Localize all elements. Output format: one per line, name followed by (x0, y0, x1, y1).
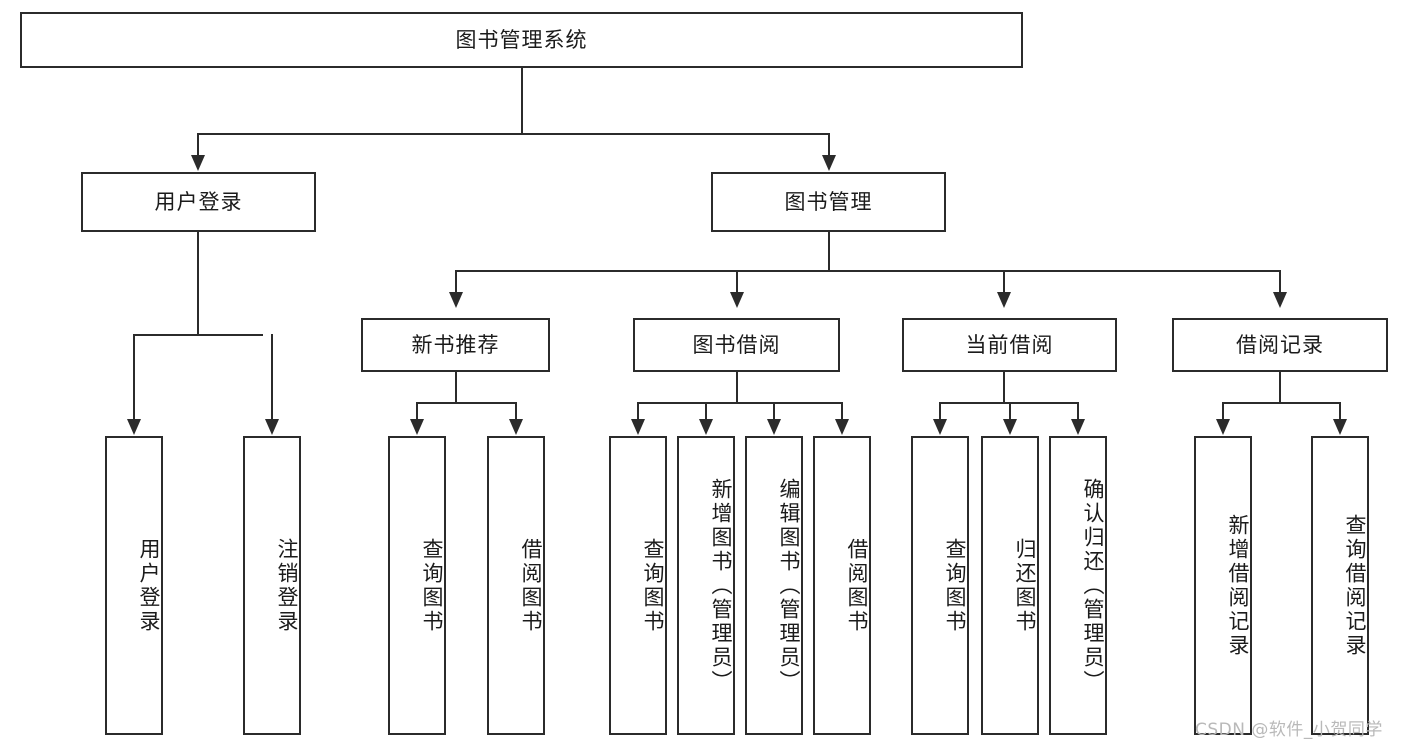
connector-drop-leaf-c2 (1009, 402, 1011, 420)
connector-drop-leaf-n2 (515, 402, 517, 420)
node-label: 图书管理 (784, 189, 873, 214)
connector-drop-current-borrow (1003, 270, 1005, 294)
connector-borrow-record-bus (1222, 402, 1341, 404)
leaf-node-query-book-borrow[interactable]: 查询图书 (609, 436, 667, 735)
node-current-borrow[interactable]: 当前借阅 (902, 318, 1117, 372)
arrowhead-leaf-c2 (1003, 419, 1017, 435)
arrowhead-leaf-n1 (410, 419, 424, 435)
connector-drop-user-login (197, 133, 199, 157)
leaf-node-logout[interactable]: 注销登录 (243, 436, 301, 735)
node-label: 图书借阅 (692, 332, 781, 357)
leaf-node-query-borrow-record[interactable]: 查询借阅记录 (1311, 436, 1369, 735)
node-user-login[interactable]: 用户登录 (81, 172, 316, 232)
leaf-node-borrow-book-recommend[interactable]: 借阅图书 (487, 436, 545, 735)
arrowhead-leaf-b1 (631, 419, 645, 435)
leaf-node-confirm-return-admin[interactable]: 确认归还（管理员） (1049, 436, 1107, 735)
connector-drop-leaf-n1 (416, 402, 418, 420)
arrowhead-leaf-u1 (127, 419, 141, 435)
connector-drop-leaf-b3 (773, 402, 775, 420)
leaf-node-return-book[interactable]: 归还图书 (981, 436, 1039, 735)
arrowhead-book-management (822, 155, 836, 171)
csdn-watermark: CSDN @软件_小贺同学 (1195, 720, 1383, 740)
node-label: 新增图书（管理员） (709, 477, 733, 694)
node-label: 确认归还（管理员） (1081, 477, 1105, 694)
connector-new-book-stem (455, 372, 457, 404)
node-label: 查询借阅记录 (1343, 513, 1367, 658)
connector-drop-leaf-u1 (133, 334, 135, 420)
node-label: 借阅图书 (845, 537, 869, 634)
arrowhead-leaf-b2 (699, 419, 713, 435)
connector-borrow-record-stem (1279, 372, 1281, 404)
connector-book-borrow-bus (637, 402, 843, 404)
connector-drop-leaf-b4 (841, 402, 843, 420)
connector-book-management-stem (828, 232, 830, 272)
node-borrow-record[interactable]: 借阅记录 (1172, 318, 1388, 372)
leaf-node-borrow-book[interactable]: 借阅图书 (813, 436, 871, 735)
node-label: 查询图书 (943, 537, 967, 634)
connector-current-borrow-bus (939, 402, 1078, 404)
node-label: 图书管理系统 (455, 27, 588, 52)
leaf-node-user-login[interactable]: 用户登录 (105, 436, 163, 735)
connector-drop-leaf-r2 (1339, 402, 1341, 420)
node-book-management[interactable]: 图书管理 (711, 172, 946, 232)
node-root-book-management-system[interactable]: 图书管理系统 (20, 12, 1023, 68)
connector-current-borrow-stem (1003, 372, 1005, 404)
node-book-borrow[interactable]: 图书借阅 (633, 318, 840, 372)
connector-drop-leaf-c1 (939, 402, 941, 420)
connector-drop-leaf-b1 (637, 402, 639, 420)
connector-level2-bus (197, 133, 829, 135)
connector-drop-leaf-u2 (271, 334, 273, 420)
arrowhead-leaf-c3 (1071, 419, 1085, 435)
connector-level3-bus (455, 270, 1280, 272)
connector-new-book-bus (416, 402, 517, 404)
node-label: 注销登录 (275, 537, 299, 634)
leaf-node-add-borrow-record[interactable]: 新增借阅记录 (1194, 436, 1252, 735)
node-label: 查询图书 (641, 537, 665, 634)
arrowhead-user-login (191, 155, 205, 171)
connector-root-stem (521, 68, 523, 134)
arrowhead-leaf-u2 (265, 419, 279, 435)
node-label: 用户登录 (154, 189, 243, 214)
arrowhead-leaf-c1 (933, 419, 947, 435)
node-label: 新书推荐 (411, 332, 500, 357)
leaf-node-edit-book-admin[interactable]: 编辑图书（管理员） (745, 436, 803, 735)
connector-drop-leaf-c3 (1077, 402, 1079, 420)
arrowhead-leaf-b4 (835, 419, 849, 435)
node-label: 当前借阅 (965, 332, 1054, 357)
arrowhead-leaf-b3 (767, 419, 781, 435)
arrowhead-new-book (449, 292, 463, 308)
connector-drop-borrow-record (1279, 270, 1281, 294)
node-label: 新增借阅记录 (1226, 513, 1250, 658)
node-label: 借阅图书 (519, 537, 543, 634)
node-label: 用户登录 (137, 537, 161, 634)
connector-drop-leaf-b2 (705, 402, 707, 420)
arrowhead-borrow-record (1273, 292, 1287, 308)
leaf-node-query-book-recommend[interactable]: 查询图书 (388, 436, 446, 735)
leaf-node-query-book-current[interactable]: 查询图书 (911, 436, 969, 735)
connector-user-login-bus (133, 334, 263, 336)
connector-drop-book-borrow (736, 270, 738, 294)
connector-drop-new-book (455, 270, 457, 294)
node-label: 归还图书 (1013, 537, 1037, 634)
node-label: 编辑图书（管理员） (777, 477, 801, 694)
node-label: 查询图书 (420, 537, 444, 634)
connector-drop-leaf-r1 (1222, 402, 1224, 420)
arrowhead-leaf-n2 (509, 419, 523, 435)
arrowhead-leaf-r1 (1216, 419, 1230, 435)
connector-drop-book-management (828, 133, 830, 157)
leaf-node-add-book-admin[interactable]: 新增图书（管理员） (677, 436, 735, 735)
arrowhead-current-borrow (997, 292, 1011, 308)
connector-book-borrow-stem (736, 372, 738, 404)
arrowhead-book-borrow (730, 292, 744, 308)
arrowhead-leaf-r2 (1333, 419, 1347, 435)
node-label: 借阅记录 (1236, 332, 1324, 357)
node-new-book-recommend[interactable]: 新书推荐 (361, 318, 550, 372)
connector-user-login-stem (197, 232, 199, 335)
